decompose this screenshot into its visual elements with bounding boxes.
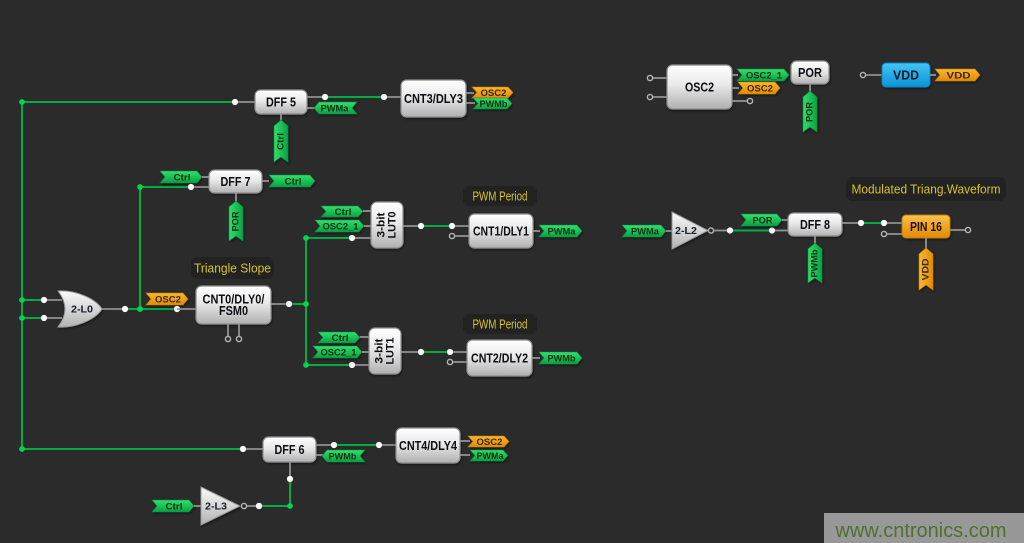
svg-text:POR: POR xyxy=(805,102,816,122)
svg-text:POR: POR xyxy=(231,211,242,231)
svg-text:CNT0/DLY0/: CNT0/DLY0/ xyxy=(203,293,265,307)
svg-text:POR: POR xyxy=(753,215,773,226)
svg-text:CNT2/DLY2: CNT2/DLY2 xyxy=(471,351,528,365)
svg-text:PWMb: PWMb xyxy=(810,249,821,277)
svg-text:PWMa: PWMa xyxy=(477,451,505,462)
svg-text:OSC2: OSC2 xyxy=(747,83,773,94)
svg-text:Ctrl: Ctrl xyxy=(174,172,191,183)
svg-text:LUT1: LUT1 xyxy=(385,338,397,365)
svg-text:PWMb: PWMb xyxy=(329,451,357,462)
svg-text:CNT4/DLY4: CNT4/DLY4 xyxy=(399,439,457,453)
svg-text:2-L2: 2-L2 xyxy=(675,226,697,237)
svg-text:3-bit: 3-bit xyxy=(374,338,386,363)
svg-text:Ctrl: Ctrl xyxy=(332,333,349,344)
svg-text:Ctrl: Ctrl xyxy=(335,207,352,218)
svg-text:VDD: VDD xyxy=(947,70,971,81)
svg-text:Ctrl: Ctrl xyxy=(166,501,183,512)
svg-text:DFF 6: DFF 6 xyxy=(275,443,305,457)
svg-text:OSC2_1: OSC2_1 xyxy=(323,221,360,232)
svg-text:2-L3: 2-L3 xyxy=(205,502,227,513)
svg-text:Ctrl: Ctrl xyxy=(276,133,287,150)
svg-text:DFF 8: DFF 8 xyxy=(800,218,830,232)
svg-text:CNT1/DLY1: CNT1/DLY1 xyxy=(473,224,529,238)
svg-text:OSC2_1: OSC2_1 xyxy=(746,70,783,81)
svg-text:CNT3/DLY3: CNT3/DLY3 xyxy=(404,92,463,106)
svg-text:OSC2: OSC2 xyxy=(155,294,181,305)
svg-text:FSM0: FSM0 xyxy=(219,304,248,318)
svg-text:OSC2: OSC2 xyxy=(477,437,503,448)
svg-text:3-bit: 3-bit xyxy=(376,212,388,237)
svg-text:PWMa: PWMa xyxy=(631,226,660,237)
svg-text:Triangle Slope: Triangle Slope xyxy=(194,261,271,276)
svg-text:POR: POR xyxy=(798,66,822,80)
svg-text:PWM Period: PWM Period xyxy=(473,189,528,204)
svg-text:DFF 5: DFF 5 xyxy=(266,95,296,109)
svg-text:OSC2_1: OSC2_1 xyxy=(321,347,358,358)
svg-text:LUT0: LUT0 xyxy=(387,212,399,239)
svg-text:PWMa: PWMa xyxy=(548,226,577,237)
svg-text:PWM Period: PWM Period xyxy=(473,317,528,332)
svg-text:OSC2: OSC2 xyxy=(685,80,714,94)
svg-text:2-L0: 2-L0 xyxy=(71,305,93,316)
svg-text:VDD: VDD xyxy=(893,69,919,83)
svg-text:www.cntronics.com: www.cntronics.com xyxy=(834,520,1006,542)
svg-text:PWMb: PWMb xyxy=(548,353,576,364)
svg-text:PIN 16: PIN 16 xyxy=(910,220,942,234)
svg-text:PWMa: PWMa xyxy=(321,103,350,114)
svg-text:DFF 7: DFF 7 xyxy=(221,175,251,189)
svg-text:Ctrl: Ctrl xyxy=(285,176,302,187)
svg-text:Modulated Triang.Waveform: Modulated Triang.Waveform xyxy=(852,182,1001,197)
svg-text:OSC2: OSC2 xyxy=(481,88,507,99)
svg-text:VDD: VDD xyxy=(921,258,932,280)
svg-text:PWMb: PWMb xyxy=(480,99,508,110)
